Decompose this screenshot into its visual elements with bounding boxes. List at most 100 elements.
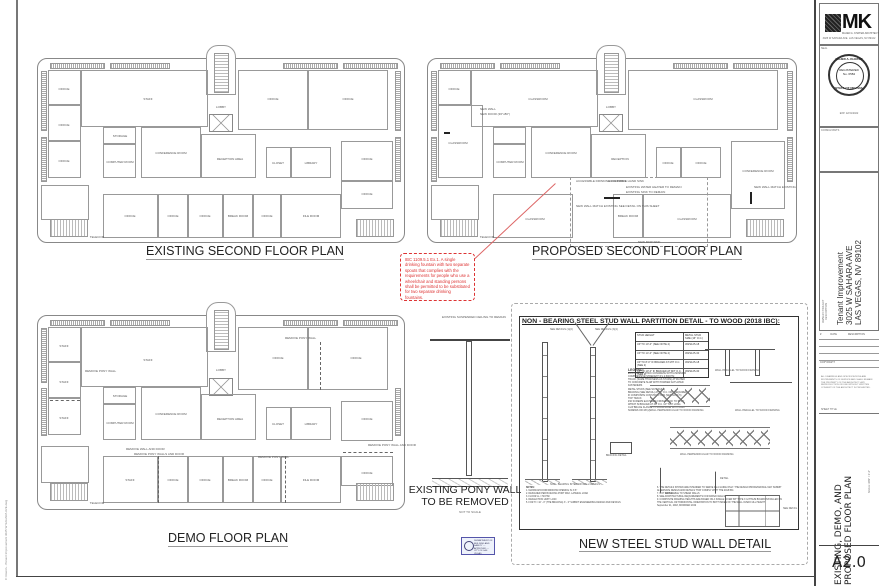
demo-floor-plan: STAFF STAFF STAFF STAFF CONFERENCE ROOM … xyxy=(37,302,416,510)
room-label: OFFICE xyxy=(124,214,136,218)
sub-heading: NON - BEARING INTERIOR WALL DETAILS xyxy=(550,483,600,486)
room-label: STAFF xyxy=(59,344,69,348)
steel-stud-detail: NON - BEARING STEEL STUD WALL PARTITION … xyxy=(519,316,799,530)
room-label: OFFICE xyxy=(58,87,70,91)
room-label: CONFERENCE ROOM xyxy=(155,151,187,155)
plan-note: ACCESSIBLE DRINKING FOUNTAIN xyxy=(576,179,627,183)
steel-detail-cloud xyxy=(511,303,808,565)
title-block: MK MAJED A. KHATER ARCHITECT 3025 W SAHA… xyxy=(814,0,882,586)
room-label: STAFF xyxy=(125,478,135,482)
pony-wall-title: EXISTING PONY WALL TO BE REMOVED xyxy=(408,484,522,508)
room-label: OFFICE xyxy=(361,192,373,196)
demo-note: REMOVE PONY WALL xyxy=(258,455,290,459)
agency-seal-icon xyxy=(464,541,474,551)
room-label: LIBRARY xyxy=(304,422,318,426)
plan-note: NEW WALL MATCH EXISTING SEE DETAIL ON TH… xyxy=(576,204,660,208)
plan-note: EXISTING SINK TO REMAIN xyxy=(626,190,666,194)
existing-plan-title: EXISTING SECOND FLOOR PLAN xyxy=(146,244,344,260)
room-label: TELECOM xyxy=(89,235,105,239)
firm-logo-text: MK xyxy=(842,11,872,33)
firm-logo-section: MK MAJED A. KHATER ARCHITECT 3025 W SAHA… xyxy=(819,3,879,45)
room-label: COMPUTER ROOM xyxy=(106,421,134,425)
room-label: STAFF xyxy=(143,358,153,362)
room-label: OFFICE xyxy=(361,417,373,421)
steel-detail-heading: NON - BEARING STEEL STUD WALL PARTITION … xyxy=(522,318,780,325)
room-label: BREAK ROOM xyxy=(227,214,249,218)
architect-seal: MAJED A. KHATER REGISTERED No. 6584 STAT… xyxy=(828,54,870,96)
room-label: STORAGE xyxy=(112,134,128,138)
room-label: LIBRARY xyxy=(304,161,318,165)
ceiling-note: EXISTING SUSPENDED CEILING TO REMAIN xyxy=(442,315,506,319)
file-path-text: C:\Users\...\Tenant Improvement 3025 W S… xyxy=(4,499,8,580)
project-section: OWNER / PROJECT DESCRIPTION xyxy=(819,172,879,331)
demo-note: REMOVE PONY WALL xyxy=(85,369,117,373)
room-label: OFFICE xyxy=(261,214,273,218)
room-label: OFFICE xyxy=(342,97,354,101)
room-label: OFFICE xyxy=(695,161,707,165)
room-label: OFFICE xyxy=(272,356,284,360)
plan-note: ACCESSIBLE HAND SINK xyxy=(608,179,645,183)
room-label: CLASSROOM xyxy=(528,97,548,101)
plan-note: NEW MOP SINK xyxy=(638,240,661,244)
room-label: STAFF xyxy=(143,97,153,101)
room-label: OFFICE xyxy=(167,478,179,482)
demo-plan-title: DEMO FLOOR PLAN xyxy=(168,531,289,547)
room-label: CLASSROOM xyxy=(525,217,545,221)
room-label: OFFICE xyxy=(58,159,70,163)
room-label: OFFICE xyxy=(261,478,273,482)
room-label: OFFICE xyxy=(199,478,211,482)
firm-logo-icon xyxy=(825,14,841,32)
demo-note: REMOVE PONY WALL xyxy=(285,336,317,340)
room-label: OFFICE xyxy=(167,214,179,218)
code-callout-ibc-1109: IBC 1109.5.1 Ex.1. A single drinking fou… xyxy=(400,253,475,301)
room-label: FILE ROOM xyxy=(302,214,320,218)
room-label: CONFERENCE ROOM xyxy=(155,412,187,416)
project-address: Tenant Improvement 3025 W SAHARA AVE LAS… xyxy=(836,240,863,325)
room-label: CLOSET xyxy=(271,161,285,165)
room-label: COMPUTER ROOM xyxy=(496,160,524,164)
room-label: OFFICE xyxy=(350,356,362,360)
ceiling-line xyxy=(430,339,510,341)
floor-slab xyxy=(432,478,508,487)
consultants-section: CONSULTANTS xyxy=(819,127,879,172)
demo-note: REMOVE PONY WALLS AND DOOR xyxy=(134,452,185,456)
approval-stamp: DEPARTMENT OF BUILDING AND SAFETY — APPR… xyxy=(461,537,495,555)
room-label: OFFICE xyxy=(58,123,70,127)
steel-notes: NOTES: 1. MAXIMUM DOOR/WINDOW OPENING IS… xyxy=(526,487,783,507)
room-label: RECEPTION xyxy=(611,157,629,161)
pony-wall-stud xyxy=(466,341,472,476)
room-label: LOBBY xyxy=(605,105,617,109)
pony-wall-detail: EXISTING SUSPENDED CEILING TO REMAIN EXI… xyxy=(409,312,522,572)
copyright-notice: ALL DRAWINGS AND SPECIFICATIONS ARE INST… xyxy=(821,376,873,390)
room-label: CLOSET xyxy=(271,422,285,426)
room-label: STORAGE xyxy=(112,394,128,398)
room-label: OFFICE xyxy=(199,214,211,218)
sheet-border-left xyxy=(16,0,18,576)
room-label: TELECOM xyxy=(479,235,495,239)
room-label: STAFF xyxy=(59,380,69,384)
seal-section: SEAL MAJED A. KHATER REGISTERED No. 6584… xyxy=(819,45,879,127)
room-label: CONFERENCE ROOM xyxy=(742,169,774,173)
room-label: FILE ROOM xyxy=(302,478,320,482)
plan-note: NEW WALL xyxy=(480,107,496,111)
room-label: COMPUTER ROOM xyxy=(106,160,134,164)
proposed-plan-title: PROPOSED SECOND FLOOR PLAN xyxy=(532,244,743,260)
sheet-number: A2.0 xyxy=(819,545,879,578)
pony-wall-scale: NOT TO SCALE xyxy=(459,510,481,514)
room-label: OFFICE xyxy=(361,471,373,475)
room-label: RECEPTION AREA xyxy=(216,417,244,421)
demo-note: REMOVE WALL AND DOOR xyxy=(126,447,165,451)
room-label: OFFICE xyxy=(448,87,460,91)
room-label: STAFF xyxy=(59,416,69,420)
existing-floor-plan: OFFICE STAFF OFFICE OFFICE CONFERENCE RO… xyxy=(37,45,405,243)
room-label: LOBBY xyxy=(215,105,227,109)
plan-note: EXISTING WATER HEATER TO REMAIN xyxy=(626,185,682,189)
plan-note: NEW WALL MATCH EXISTING xyxy=(754,185,796,189)
room-label: BREAK ROOM xyxy=(617,214,639,218)
demo-note: REMOVE PONY WALL AND DOOR xyxy=(368,443,416,447)
steel-detail-title: NEW STEEL STUD WALL DETAIL xyxy=(579,537,772,552)
room-label: CLASSROOM xyxy=(448,141,468,145)
room-label: LOBBY xyxy=(215,368,227,372)
